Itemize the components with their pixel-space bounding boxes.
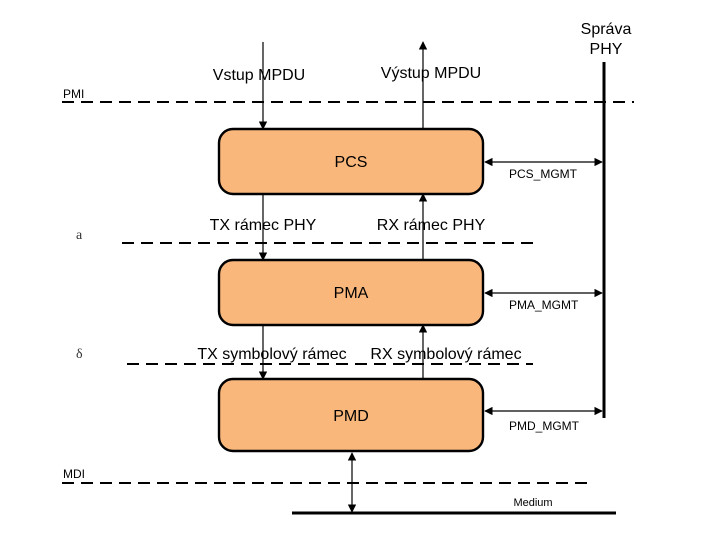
tx-frame-label: TX rámec PHY — [210, 217, 317, 234]
pma-block: PMA — [217, 258, 485, 327]
pmd-block-label: PMD — [333, 408, 369, 425]
rx-symbol-label: RX symbolový rámec — [370, 346, 521, 363]
a-label: a — [76, 228, 83, 243]
mdi-label: MDI — [63, 467, 85, 481]
delta-label: δ — [76, 347, 83, 362]
management-title-line1: Správa — [581, 21, 632, 38]
pmi-label: PMI — [63, 87, 84, 101]
input-mpdu-label: Vstup MPDU — [213, 67, 305, 84]
pcs-block-label: PCS — [335, 154, 368, 171]
output-mpdu-label: Výstup MPDU — [381, 65, 481, 82]
management-title-line2: PHY — [590, 41, 623, 58]
pcs-block: PCS — [217, 127, 485, 196]
medium-label: Medium — [513, 497, 552, 509]
pma-block-label: PMA — [334, 285, 369, 302]
pmd-block: PMD — [217, 377, 485, 453]
tx-symbol-label: TX symbolový rámec — [197, 346, 346, 363]
rx-frame-label: RX rámec PHY — [377, 217, 486, 234]
pma-mgmt-label: PMA_MGMT — [509, 298, 579, 312]
pmd-mgmt-label: PMD_MGMT — [509, 419, 580, 433]
pcs-mgmt-label: PCS_MGMT — [509, 167, 578, 181]
